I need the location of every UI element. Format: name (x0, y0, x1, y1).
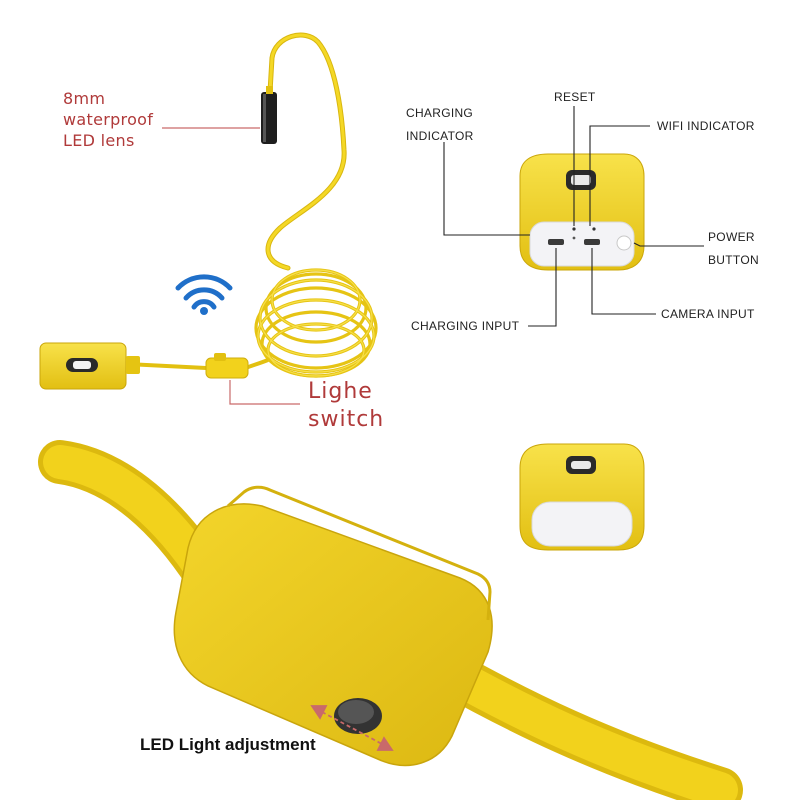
wifi-icon (175, 274, 233, 315)
light-switch-label-line-2: switch (308, 407, 385, 432)
led-lens (261, 86, 277, 144)
wifi-box-back-view (519, 443, 645, 551)
lens-label-line-3: LED lens (63, 131, 135, 150)
lens-label-line-2: waterproof (63, 110, 154, 129)
power-button-label-line-2: BUTTON (708, 253, 759, 267)
switch-closeup (38, 440, 743, 800)
lens-label: 8mm waterproof LED lens (63, 88, 153, 151)
lens-label-line-1: 8mm (63, 89, 106, 108)
power-button-icon (616, 235, 632, 251)
light-switch-label-line-1: Lighe (308, 379, 373, 404)
switch-leader (229, 380, 300, 405)
charging-indicator-label-line-2: INDICATOR (406, 129, 474, 143)
charging-indicator-label-line-1: CHARGING (406, 106, 474, 120)
wifi-box-ports-view (519, 153, 645, 271)
port-leaders (443, 106, 704, 327)
power-button-label: POWER BUTTON (708, 226, 759, 272)
light-switch-box (205, 353, 249, 379)
camera-port (584, 239, 600, 245)
charging-led (572, 227, 576, 231)
reset-hole (572, 236, 576, 240)
charging-input-label: CHARGING INPUT (411, 319, 520, 333)
camera-input-label: CAMERA INPUT (661, 307, 755, 321)
wifi-indicator-label: WIFI INDICATOR (657, 119, 755, 133)
power-button-label-line-1: POWER (708, 230, 755, 244)
wifi-transmitter-small (39, 342, 140, 390)
double-arrow-icon (310, 705, 394, 751)
wifi-led (592, 227, 596, 231)
light-switch-label: Lighe switch (308, 378, 384, 434)
charging-port (548, 239, 564, 245)
endoscope-cable (125, 32, 378, 378)
charging-indicator-label: CHARGING INDICATOR (406, 102, 474, 148)
reset-label: RESET (554, 90, 596, 104)
led-adjustment-label: LED Light adjustment (140, 735, 316, 754)
